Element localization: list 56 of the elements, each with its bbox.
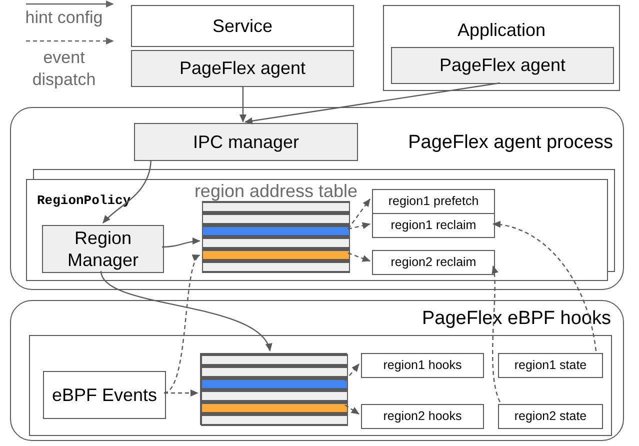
node-label: Application: [456, 19, 547, 42]
service-box: [131, 5, 354, 47]
node-label: region1 reclaim: [390, 217, 476, 234]
arrow: [102, 160, 152, 224]
node-label: PageFlex agent: [439, 54, 566, 77]
node-label: eBPF Events: [52, 384, 158, 406]
hook-box: [372, 213, 495, 238]
state-box: [498, 353, 603, 378]
arrow: [164, 254, 200, 394]
node-label: PageFlex eBPF hooks: [422, 307, 611, 331]
arrow: [162, 238, 200, 248]
node-label: Service: [212, 14, 273, 38]
arrow: [100, 270, 271, 352]
agent-box: [131, 50, 354, 87]
node-label: region1 hooks: [383, 357, 462, 374]
hook-box: [372, 189, 495, 214]
node-label: Region Manager: [66, 227, 140, 271]
region-manager-box: [42, 225, 164, 273]
ipc-manager-box: [134, 123, 358, 161]
address-table: [200, 353, 347, 425]
arrow: [348, 198, 370, 230]
table-row: [201, 378, 348, 390]
arrow: [239, 87, 246, 122]
state-box: [498, 404, 603, 429]
process-container: [10, 107, 624, 290]
legend-label: hint config: [24, 7, 104, 29]
table-row: [202, 225, 350, 237]
arrow: [348, 252, 370, 262]
events-box: [43, 371, 166, 419]
node-label: RegionPolicy: [37, 192, 131, 210]
application-box: [383, 5, 620, 91]
arrow: [344, 364, 360, 382]
table-row: [202, 249, 350, 261]
node-label: region2 hooks: [383, 408, 462, 426]
node-label: region1 state: [514, 357, 587, 374]
agent-box: [391, 47, 614, 84]
node-label: region2 state: [514, 408, 587, 426]
hook-box: [361, 353, 484, 378]
hooks-panel: [29, 335, 612, 436]
hook-box: [361, 404, 484, 429]
node-label: PageFlex agent: [179, 57, 306, 80]
table-row: [201, 402, 348, 414]
hooks-container: [10, 300, 624, 441]
node-label: region address table: [193, 180, 359, 203]
node-label: region1 prefetch: [388, 193, 479, 210]
arrow: [344, 404, 360, 414]
hook-box: [372, 250, 495, 275]
node-label: IPC manager: [192, 130, 300, 154]
arrow: [348, 222, 370, 230]
node-label: PageFlex agent process: [408, 131, 613, 155]
node-label: region2 reclaim: [390, 254, 476, 272]
arrow: [492, 221, 597, 352]
arrow: [490, 266, 501, 402]
arrow: [164, 389, 198, 396]
policy-panel: [26, 179, 608, 281]
legend-label: event dispatch: [31, 47, 97, 91]
